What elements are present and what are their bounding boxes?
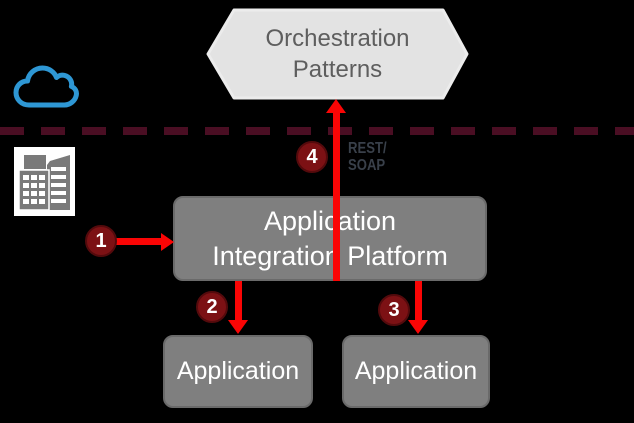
application-left-label: Application: [176, 357, 300, 385]
step-badge-3-number: 3: [388, 298, 400, 321]
application-right-label: Application: [354, 357, 478, 385]
flow-arrow-1-head: [161, 233, 174, 251]
cloud-onprem-boundary-line: [0, 127, 634, 135]
flow-arrow-2-head: [228, 320, 248, 334]
flow-arrow-4: [333, 112, 340, 281]
hexagon-shape: [206, 8, 469, 100]
flow-arrow-4-head: [326, 99, 346, 113]
integration-platform-node: Application Integration Platform: [173, 196, 487, 281]
step-badge-4: 4: [296, 141, 328, 173]
step-badge-1: 1: [85, 225, 117, 257]
orchestration-patterns-node: Orchestration Patterns: [205, 8, 470, 100]
flow-arrow-3-head: [408, 320, 428, 334]
step-badge-4-number: 4: [306, 145, 318, 168]
application-node-left: Application: [163, 335, 313, 408]
step-badge-3: 3: [378, 294, 410, 326]
building-icon: [14, 147, 75, 216]
integration-platform-label: Application Integration Platform: [212, 205, 448, 271]
orchestration-patterns-label: Orchestration Patterns: [265, 25, 410, 83]
step-badge-1-number: 1: [95, 229, 107, 252]
application-node-right: Application: [342, 335, 490, 408]
protocol-label: REST/ SOAP: [348, 140, 387, 174]
flow-arrow-1: [116, 238, 163, 245]
step-badge-2: 2: [196, 291, 228, 323]
flow-arrow-3: [415, 281, 422, 321]
cloud-icon: [13, 65, 79, 108]
flow-arrow-2: [235, 281, 242, 321]
step-badge-2-number: 2: [206, 295, 218, 318]
